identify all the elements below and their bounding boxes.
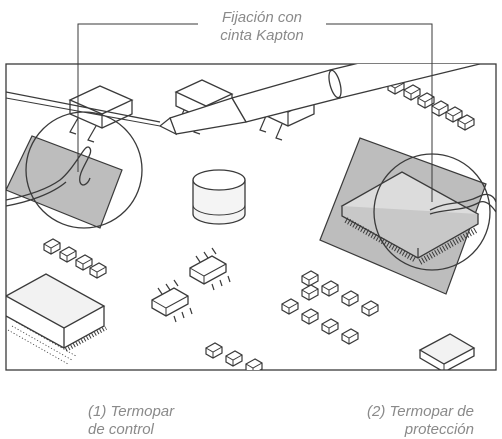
thermocouple-rod [6,91,161,123]
sot-component-lower [151,279,193,323]
sot-component-center [189,247,231,291]
ic-chip-bottom-left [6,273,107,365]
label-kapton-fixing-line1: Fijación con [221,9,303,26]
label-control-thermocouple: (1) Termopar de control [88,403,208,439]
soldering-iron-icon [158,64,483,136]
label-kapton-fixing-line2: cinta Kapton [220,27,304,44]
control-thermocouple [6,135,123,229]
cylindrical-capacitor-icon [192,169,246,225]
label-kapton-fixing: Fijación con cinta Kapton [200,9,324,45]
label-control-line2: de control [88,421,154,438]
callout-leaders [77,23,433,202]
protected-ic-chip [319,137,496,295]
label-protection-line1: (2) Termopar de [367,403,474,420]
control-magnifier [25,111,143,229]
label-control-line1: (1) Termopar [88,403,175,420]
ic-chip-bottom-right [418,333,476,370]
label-protection-line2: protección [404,421,474,438]
thermocouple-wire-right [429,193,496,215]
label-protection-thermocouple: (2) Termopar de protección [344,403,474,439]
thermocouple-wire-left [6,146,92,207]
